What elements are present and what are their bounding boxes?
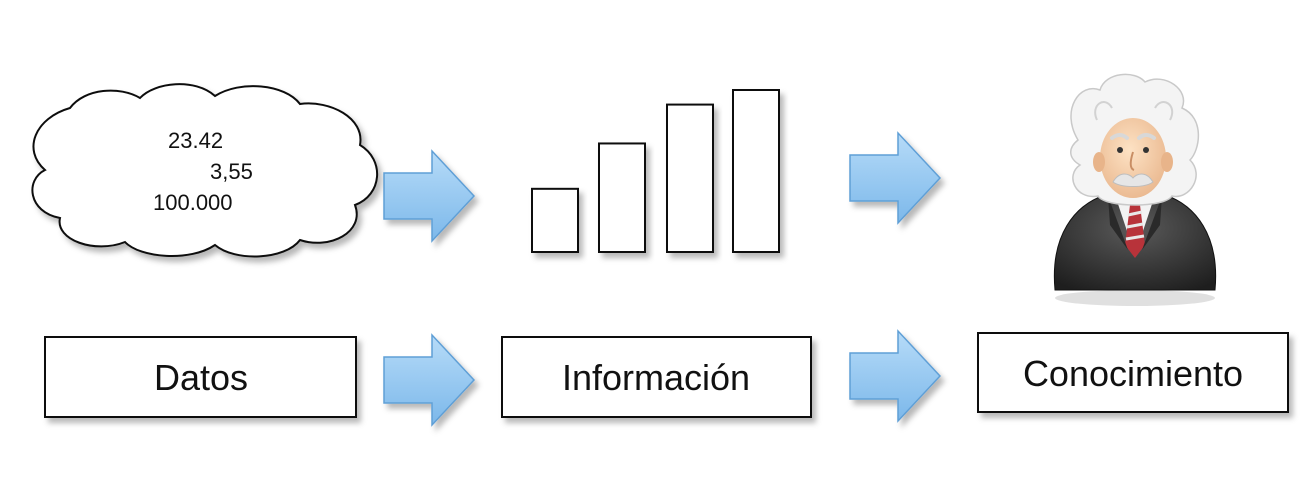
- cloud-value-1: 23.42: [168, 128, 223, 153]
- cloud-value-2: 3,55: [210, 159, 253, 184]
- conocimiento-label: Conocimiento: [1023, 353, 1243, 394]
- einstein-avatar-icon: [1053, 73, 1217, 306]
- informacion-box: [501, 336, 812, 418]
- informacion-label: Información: [562, 357, 750, 398]
- datos-label: Datos: [154, 357, 248, 398]
- arrow-informacion-to-conocimiento-icon: [849, 329, 942, 423]
- bar-icon-bar-2: [598, 142, 646, 254]
- conocimiento-box: [977, 332, 1289, 413]
- bar-icon-bar-1: [531, 187, 579, 254]
- arrow-bars-to-avatar-icon: [849, 131, 942, 225]
- datos-box: [44, 336, 357, 418]
- cloud-value-3: 100.000: [153, 190, 233, 215]
- data-cloud: [31, 83, 378, 258]
- arrow-cloud-to-bars-icon: [383, 149, 476, 243]
- bar-chart-icon: [531, 89, 780, 254]
- arrow-datos-to-informacion-icon: [383, 333, 476, 427]
- arrows-group: [383, 131, 942, 427]
- bar-icon-bar-4: [732, 89, 780, 253]
- bar-icon-bar-3: [666, 103, 714, 253]
